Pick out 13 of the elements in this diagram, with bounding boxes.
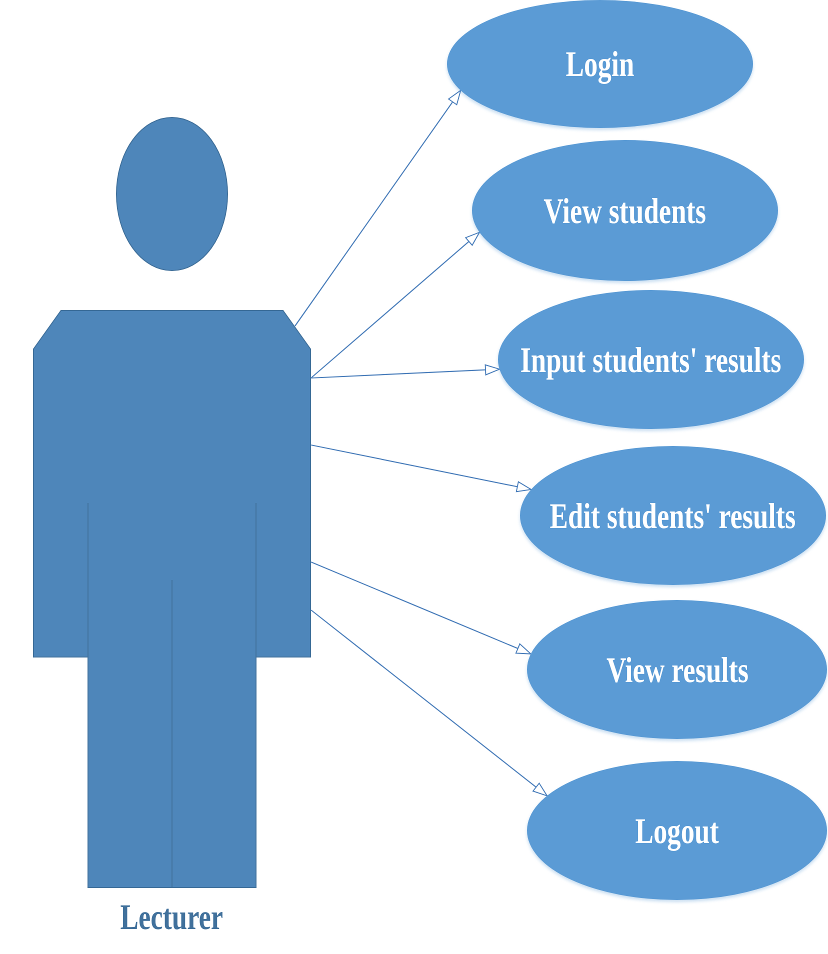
actor-label: Lecturer — [120, 899, 224, 935]
use-case-label: View students — [544, 192, 706, 228]
arrow — [310, 444, 532, 492]
use-case-label: Logout — [635, 812, 719, 848]
use-case-label: Edit students' results — [550, 498, 796, 534]
arrow — [310, 232, 480, 378]
arrow — [294, 90, 462, 326]
arrow — [310, 610, 548, 796]
use-case-label: Input students' results — [520, 342, 782, 378]
use-case-label: Login — [566, 46, 634, 82]
arrow — [310, 364, 500, 379]
arrow — [310, 562, 532, 654]
use-case-label: View results — [606, 652, 748, 688]
